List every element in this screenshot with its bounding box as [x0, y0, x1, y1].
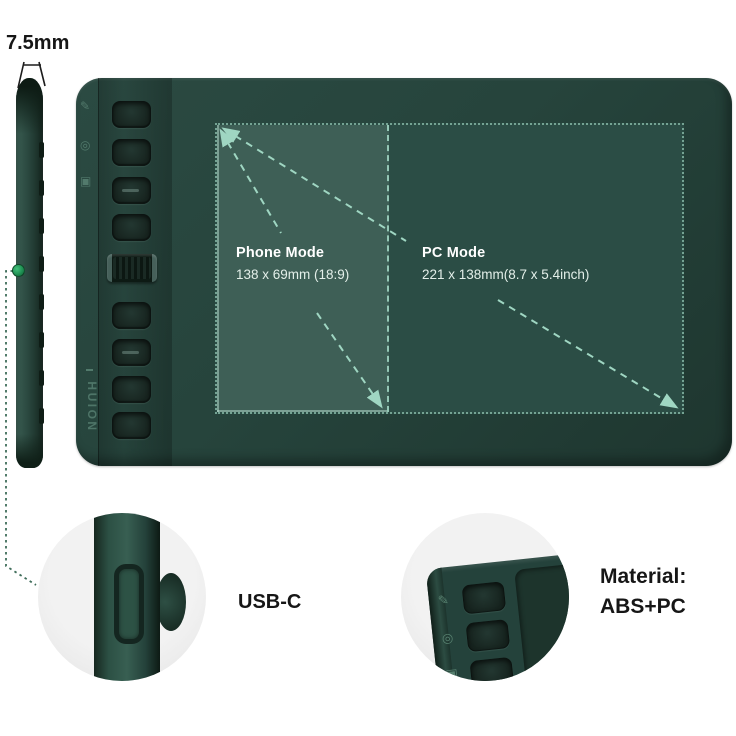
side-top-cap	[16, 78, 43, 134]
brand-logo: HUION	[85, 381, 99, 433]
phone-mode-label-block: Phone Mode 138 x 69mm (18:9)	[236, 245, 349, 282]
side-key-bump	[39, 180, 44, 196]
side-key-bump	[39, 370, 44, 386]
dial-icon: ◎	[80, 138, 91, 152]
pc-mode-label-block: PC Mode 221 x 138mm(8.7 x 5.4inch)	[422, 245, 589, 282]
material-label: Material: ABS+PC	[600, 562, 686, 622]
pen-icon: ✎	[80, 99, 91, 113]
side-key-bump	[39, 332, 44, 348]
material-line1: Material:	[600, 565, 687, 588]
scroll-wheel-core	[113, 257, 151, 279]
pen-icon: ✎	[437, 592, 450, 609]
edge-dash-mark	[86, 369, 93, 371]
usb-callout-circle	[38, 513, 206, 681]
side-bottom-cap	[16, 434, 43, 468]
side-key-bump	[39, 256, 44, 272]
side-key-bump	[39, 218, 44, 234]
express-key	[465, 618, 511, 653]
material-callout-circle: ✎ ◎ ▣	[401, 513, 569, 681]
express-key	[112, 339, 151, 366]
corner-surface	[514, 563, 569, 681]
side-key-bump	[39, 142, 44, 158]
usb-port-dot	[12, 264, 25, 277]
dial-icon: ◎	[441, 629, 454, 646]
express-key	[112, 302, 151, 329]
express-key	[112, 139, 151, 166]
corner-left-bevel	[425, 567, 458, 681]
material-line2: ABS+PC	[600, 595, 686, 618]
express-key	[112, 412, 151, 439]
tablet-left-bevel	[76, 78, 99, 466]
square-icon: ▣	[444, 665, 459, 681]
phone-mode-title: Phone Mode	[236, 245, 325, 261]
square-icon: ▣	[80, 174, 92, 188]
pc-mode-size: 221 x 138mm(8.7 x 5.4inch)	[422, 267, 590, 282]
scroll-wheel	[107, 254, 157, 282]
express-key	[112, 214, 151, 241]
express-key	[112, 376, 151, 403]
express-key	[461, 581, 507, 615]
thickness-label: 7.5mm	[6, 32, 70, 54]
express-key	[469, 656, 515, 681]
tablet-edge-closeup	[94, 513, 160, 681]
express-key	[112, 177, 151, 204]
side-key-bump	[39, 408, 44, 424]
usb-c-port	[114, 564, 144, 644]
express-key	[112, 101, 151, 128]
side-key-bump	[39, 294, 44, 310]
usb-label: USB-C	[238, 591, 302, 613]
phone-mode-size: 138 x 69mm (18:9)	[236, 267, 350, 282]
side-button-bump	[156, 573, 186, 631]
pc-mode-title: PC Mode	[422, 245, 486, 261]
tablet-corner-closeup: ✎ ◎ ▣	[425, 553, 569, 681]
